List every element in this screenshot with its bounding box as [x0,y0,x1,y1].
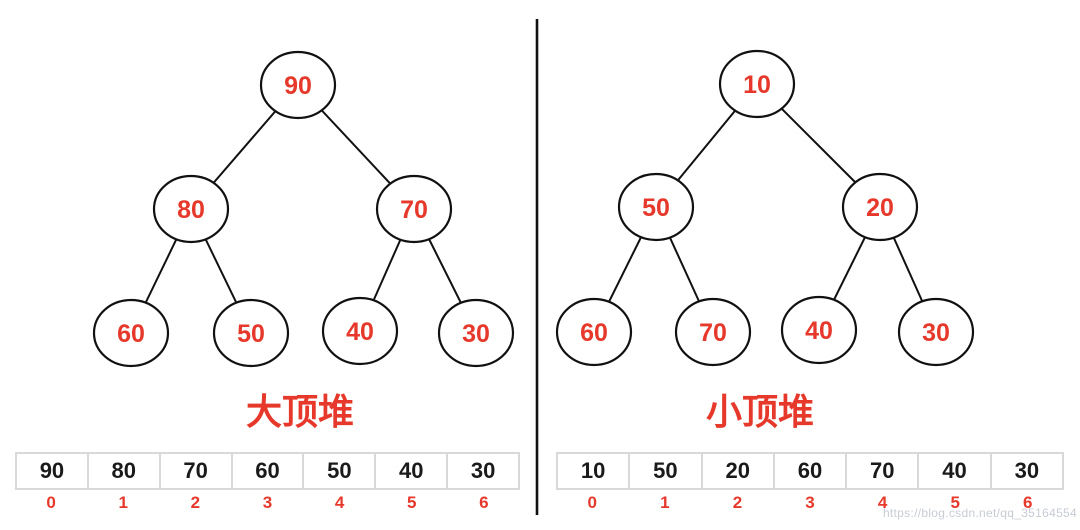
node-circle [780,295,858,365]
node-circle [212,298,290,368]
array-cell: 50 [630,452,703,490]
node-value: 60 [117,320,145,348]
tree-node: 40 [321,296,399,366]
node-value: 60 [580,319,608,347]
node-circle [718,49,796,119]
array-cell: 70 [160,452,233,490]
node-circle [897,297,975,367]
tree-node: 90 [259,50,337,120]
array-index: 5 [950,493,960,512]
tree-node: 60 [92,298,170,368]
tree-node: 70 [375,174,453,244]
min-heap-tree: 10 50 20 60 70 40 [555,49,975,367]
tree-node: 50 [212,298,290,368]
tree-node: 60 [555,297,633,367]
array-index: 0 [46,493,56,512]
node-circle [674,297,752,367]
array-cell: 30 [448,452,521,490]
tree-node: 70 [674,297,752,367]
array-cell: 50 [304,452,377,490]
tree-node: 80 [152,174,230,244]
array-index: 0 [587,493,598,512]
array-cell: 60 [774,452,848,490]
array-index: 6 [479,493,489,512]
tree-node: 50 [617,172,695,242]
array-index: 1 [660,493,670,512]
array-index: 5 [407,493,417,512]
tree-node: 30 [437,298,515,368]
array-cell: 20 [702,452,775,490]
node-value: 20 [866,194,894,222]
array-index: 1 [118,493,128,512]
min-heap-title: 小顶堆 [705,391,815,432]
node-circle [841,172,919,242]
node-circle [321,296,399,366]
node-circle [92,298,170,368]
watermark: https://blog.csdn.net/qq_35164554 [882,506,1077,520]
array-cell: 70 [847,452,920,490]
node-value: 70 [699,319,727,347]
node-value: 30 [922,319,950,347]
node-circle [437,298,515,368]
node-value: 10 [743,71,771,99]
min-heap-indices: 0 1 2 3 4 5 6 [556,491,1064,515]
node-circle [555,297,633,367]
tree-node: 30 [897,297,975,367]
node-circle [375,174,453,244]
tree-node: 10 [718,49,796,119]
node-circle [152,174,230,244]
node-circle [259,50,337,120]
array-cell: 90 [15,452,89,490]
max-heap-tree: 90 80 70 60 50 40 [92,50,515,368]
max-heap-title: 大顶堆 [245,391,355,432]
node-value: 30 [462,320,490,348]
array-index: 2 [732,493,743,512]
node-value: 50 [642,194,670,222]
array-index: 4 [877,493,888,512]
array-index: 3 [805,493,815,512]
array-index: 6 [1023,493,1033,512]
tree-node: 40 [780,295,858,365]
tree-node: 20 [841,172,919,242]
max-heap-indices: 0 1 2 3 4 5 6 [15,491,520,515]
node-value: 50 [237,320,265,348]
node-value: 90 [284,72,312,100]
node-value: 40 [805,317,833,345]
array-cell: 40 [919,452,992,490]
array-cell: 10 [556,452,631,490]
array-cell: 30 [991,452,1064,490]
array-cell: 80 [88,452,161,490]
array-index: 3 [262,493,273,512]
array-cell: 60 [232,452,305,490]
array-index: 2 [190,493,201,512]
node-value: 80 [177,196,205,224]
node-value: 40 [346,318,374,346]
max-heap-array: 90 80 70 60 50 40 30 [15,452,521,490]
array-index: 4 [334,493,345,512]
min-heap-array: 10 50 20 60 70 40 30 [556,452,1064,490]
node-circle [617,172,695,242]
node-value: 70 [400,196,428,224]
array-cell: 40 [376,452,449,490]
